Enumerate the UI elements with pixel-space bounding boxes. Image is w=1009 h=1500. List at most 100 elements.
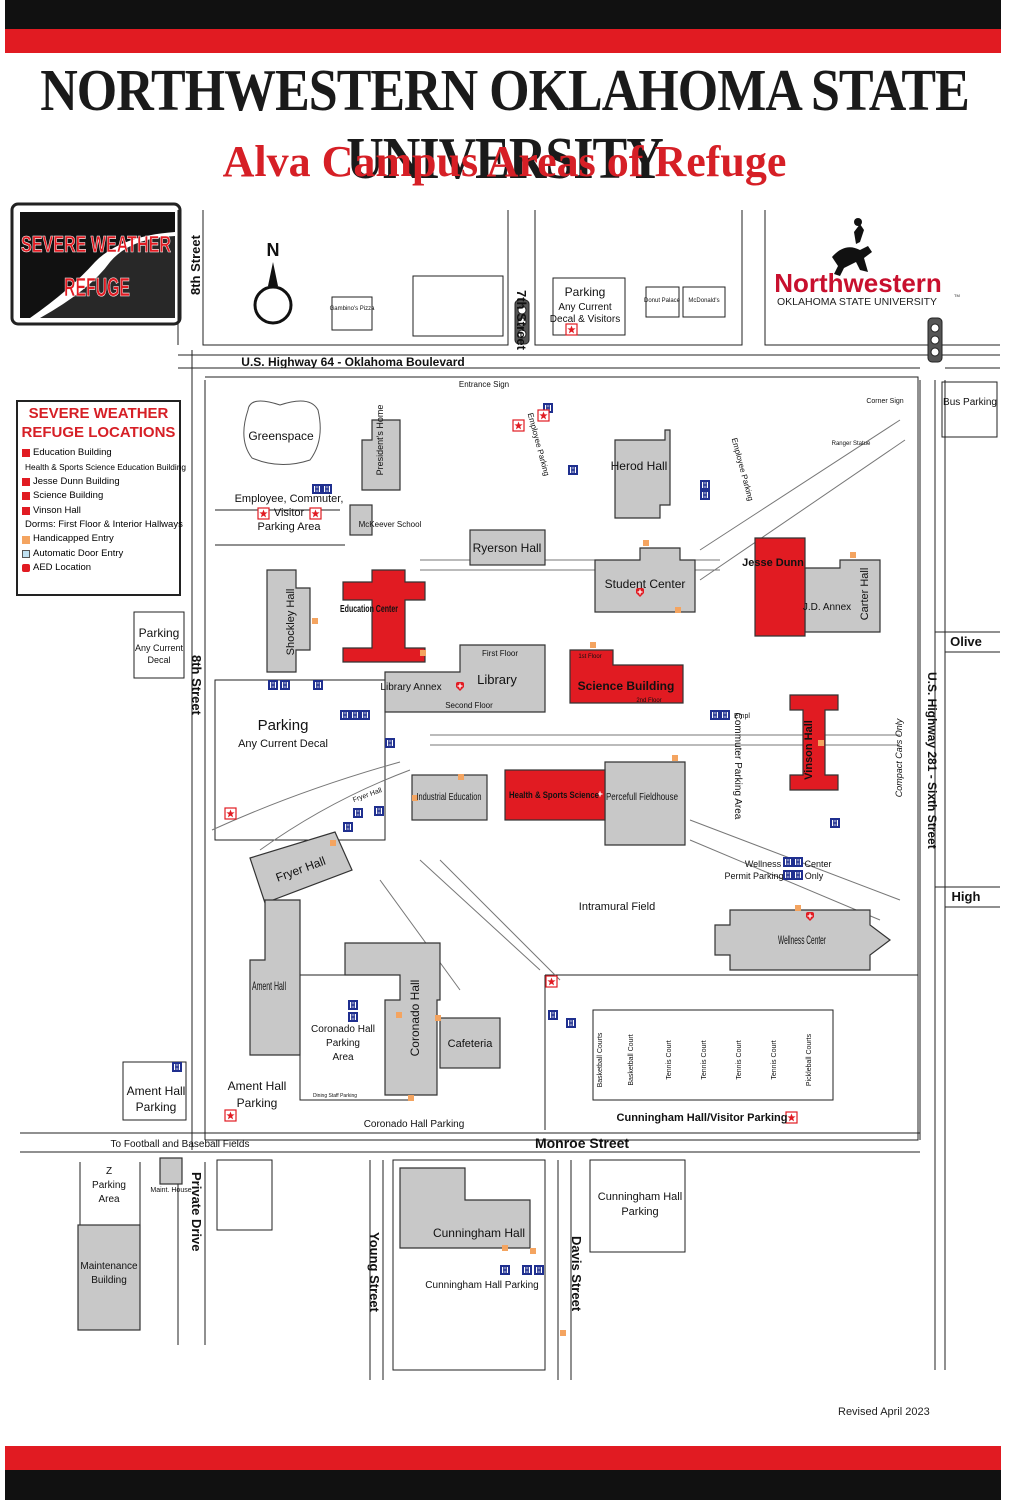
label-court-7: Pickleball Courts <box>806 1033 813 1086</box>
label-parking-decal-2: Any Current <box>558 302 612 313</box>
fryer-hall-shape <box>249 831 353 904</box>
page-title: NORTHWESTERN OKLAHOMA STATE UNIVERSITY <box>40 58 970 192</box>
vinson-hall-shape <box>789 694 839 791</box>
industrial-education-shape <box>411 774 488 821</box>
legend-item: Education Building <box>22 446 179 460</box>
label-sci-1st-floor: 1st Floor <box>578 654 601 660</box>
cafeteria-shape <box>439 1017 501 1069</box>
label-presidents-home: President's Home <box>375 405 385 476</box>
label-maint-house: Maint. House <box>150 1187 191 1194</box>
label-mckeever: McKeever School <box>359 520 422 529</box>
street-davis: Davis Street <box>569 1236 584 1312</box>
bottom-dark-band <box>5 1470 1001 1500</box>
label-health-sports: Health & Sports Science <box>509 790 599 800</box>
ryerson-hall-shape <box>469 529 546 566</box>
percefull-shape <box>604 761 686 846</box>
rider-icon <box>832 218 872 276</box>
legend-item: Automatic Door Entry <box>22 547 179 561</box>
logo-tm: TM <box>954 293 960 298</box>
label-cunningham-hall: Cunningham Hall <box>433 1226 525 1240</box>
label-parking-left-1: Parking <box>139 626 180 640</box>
cunningham-hall-shape <box>399 1167 531 1249</box>
label-parking-current-1: Parking <box>258 717 309 734</box>
legend-item: Dorms: First Floor & Interior Hallways <box>25 519 183 531</box>
label-z-parking-1: Z <box>106 1166 112 1177</box>
label-court-6: Tennis Court <box>771 1040 778 1079</box>
legend-list: Education Building Health & Sports Scien… <box>22 446 186 576</box>
label-library: Library <box>477 672 517 687</box>
label-commuter-parking: Commuter Parking Area <box>732 713 743 820</box>
label-parking-current-2: Any Current Decal <box>238 738 328 750</box>
library-shape <box>384 644 546 713</box>
label-center-only-1: Center <box>804 859 831 869</box>
label-donut-palace: Donut Palace <box>644 298 681 304</box>
mckeever-shape <box>349 504 373 536</box>
label-carter-hall: Carter Hall <box>859 568 871 621</box>
label-maintenance-1: Maintenance <box>80 1261 138 1272</box>
label-coronado-hall: Coronado Hall <box>408 980 422 1057</box>
label-court-2: Basketball Court <box>628 1034 635 1085</box>
legend-title-1: SEVERE WEATHER <box>28 405 169 422</box>
university-logo: Northwestern OKLAHOMA STATE UNIVERSITY T… <box>760 212 960 322</box>
presidents-home-shape <box>361 419 401 491</box>
label-ranger-statue: Ranger Statue <box>832 441 871 447</box>
label-corner-sign: Corner Sign <box>866 398 903 405</box>
label-first-floor: First Floor <box>482 649 518 658</box>
label-maintenance-2: Building <box>91 1275 127 1286</box>
label-employee-parking-area-2: Visitor <box>274 507 305 519</box>
label-ament-parking-left-2: Parking <box>136 1100 177 1114</box>
label-cafeteria: Cafeteria <box>448 1038 494 1050</box>
science-building-shape <box>569 649 684 704</box>
label-gambinos: Gambino's Pizza <box>330 306 375 312</box>
greenspace-area <box>243 400 321 465</box>
label-empl: Empl <box>734 713 750 720</box>
label-wellness-permit-1: Wellness <box>745 859 782 869</box>
label-employee-parking-area-3: Parking Area <box>258 521 322 533</box>
jesse-dunn-shape <box>754 537 806 637</box>
street-young: Young Street <box>367 1232 382 1313</box>
label-cunningham-parking-right-1: Cunningham Hall <box>598 1191 682 1203</box>
wellness-center-shape <box>714 909 891 971</box>
label-herod-hall: Herod Hall <box>611 459 668 473</box>
label-employee-parking-area-1: Employee, Commuter, <box>235 493 344 505</box>
street-highway-64: U.S. Highway 64 - Oklahoma Boulevard <box>241 355 464 369</box>
legend: SEVERE WEATHER REFUGE LOCATIONS Education… <box>16 400 186 596</box>
logo-sub: OKLAHOMA STATE UNIVERSITY <box>777 296 937 308</box>
logo-name: Northwestern <box>774 268 942 298</box>
label-coronado-hall-parking: Coronado Hall Parking <box>364 1119 465 1130</box>
street-8th-top: 8th Street <box>188 234 203 295</box>
severe-weather-badge: SEVERE WEATHER REFUGE <box>10 202 182 326</box>
label-court-4: Tennis Court <box>701 1040 708 1079</box>
maint-house-shape <box>159 1157 183 1185</box>
label-ament-parking-2: Parking <box>237 1096 278 1110</box>
label-coronado-parking-3: Area <box>332 1052 354 1063</box>
health-sports-science-shape <box>504 769 606 821</box>
education-center-shape <box>342 569 426 663</box>
label-court-5: Tennis Court <box>736 1040 743 1079</box>
traffic-light-icon-2 <box>927 317 943 363</box>
top-red-band <box>5 29 1001 53</box>
student-center-shape <box>594 547 696 613</box>
label-court-3: Tennis Court <box>666 1040 673 1079</box>
label-intramural-field: Intramural Field <box>579 901 655 913</box>
coronado-hall-shape <box>344 942 441 1096</box>
label-ament-parking-left-1: Ament Hall <box>127 1084 186 1098</box>
legend-title-2: REFUGE LOCATIONS <box>21 424 176 441</box>
label-parking-left-3: Decal <box>147 655 170 665</box>
street-olive: Olive <box>950 634 982 649</box>
label-parking-left-2: Any Current <box>135 643 184 653</box>
label-mcdonalds: McDonald's <box>688 298 719 304</box>
label-parking-decal-3: Decal & Visitors <box>550 314 620 325</box>
label-jesse-dunn: Jesse Dunn <box>742 557 804 569</box>
label-coronado-parking-1: Coronado Hall <box>311 1024 375 1035</box>
badge-line2: REFUGE <box>64 272 130 302</box>
label-science-building: Science Building <box>578 679 675 693</box>
label-vinson-hall: Vinson Hall <box>803 720 815 780</box>
street-private-drive: Private Drive <box>189 1172 204 1252</box>
label-fryer-hall-small: Fryer Hall <box>352 787 383 804</box>
label-dining-staff: Dining Staff Parking <box>313 1093 357 1099</box>
legend-item: Handicapped Entry <box>22 532 179 546</box>
street-7th: 7th Street <box>514 290 529 351</box>
label-wellness-permit-2: Permit Parking <box>724 871 783 881</box>
